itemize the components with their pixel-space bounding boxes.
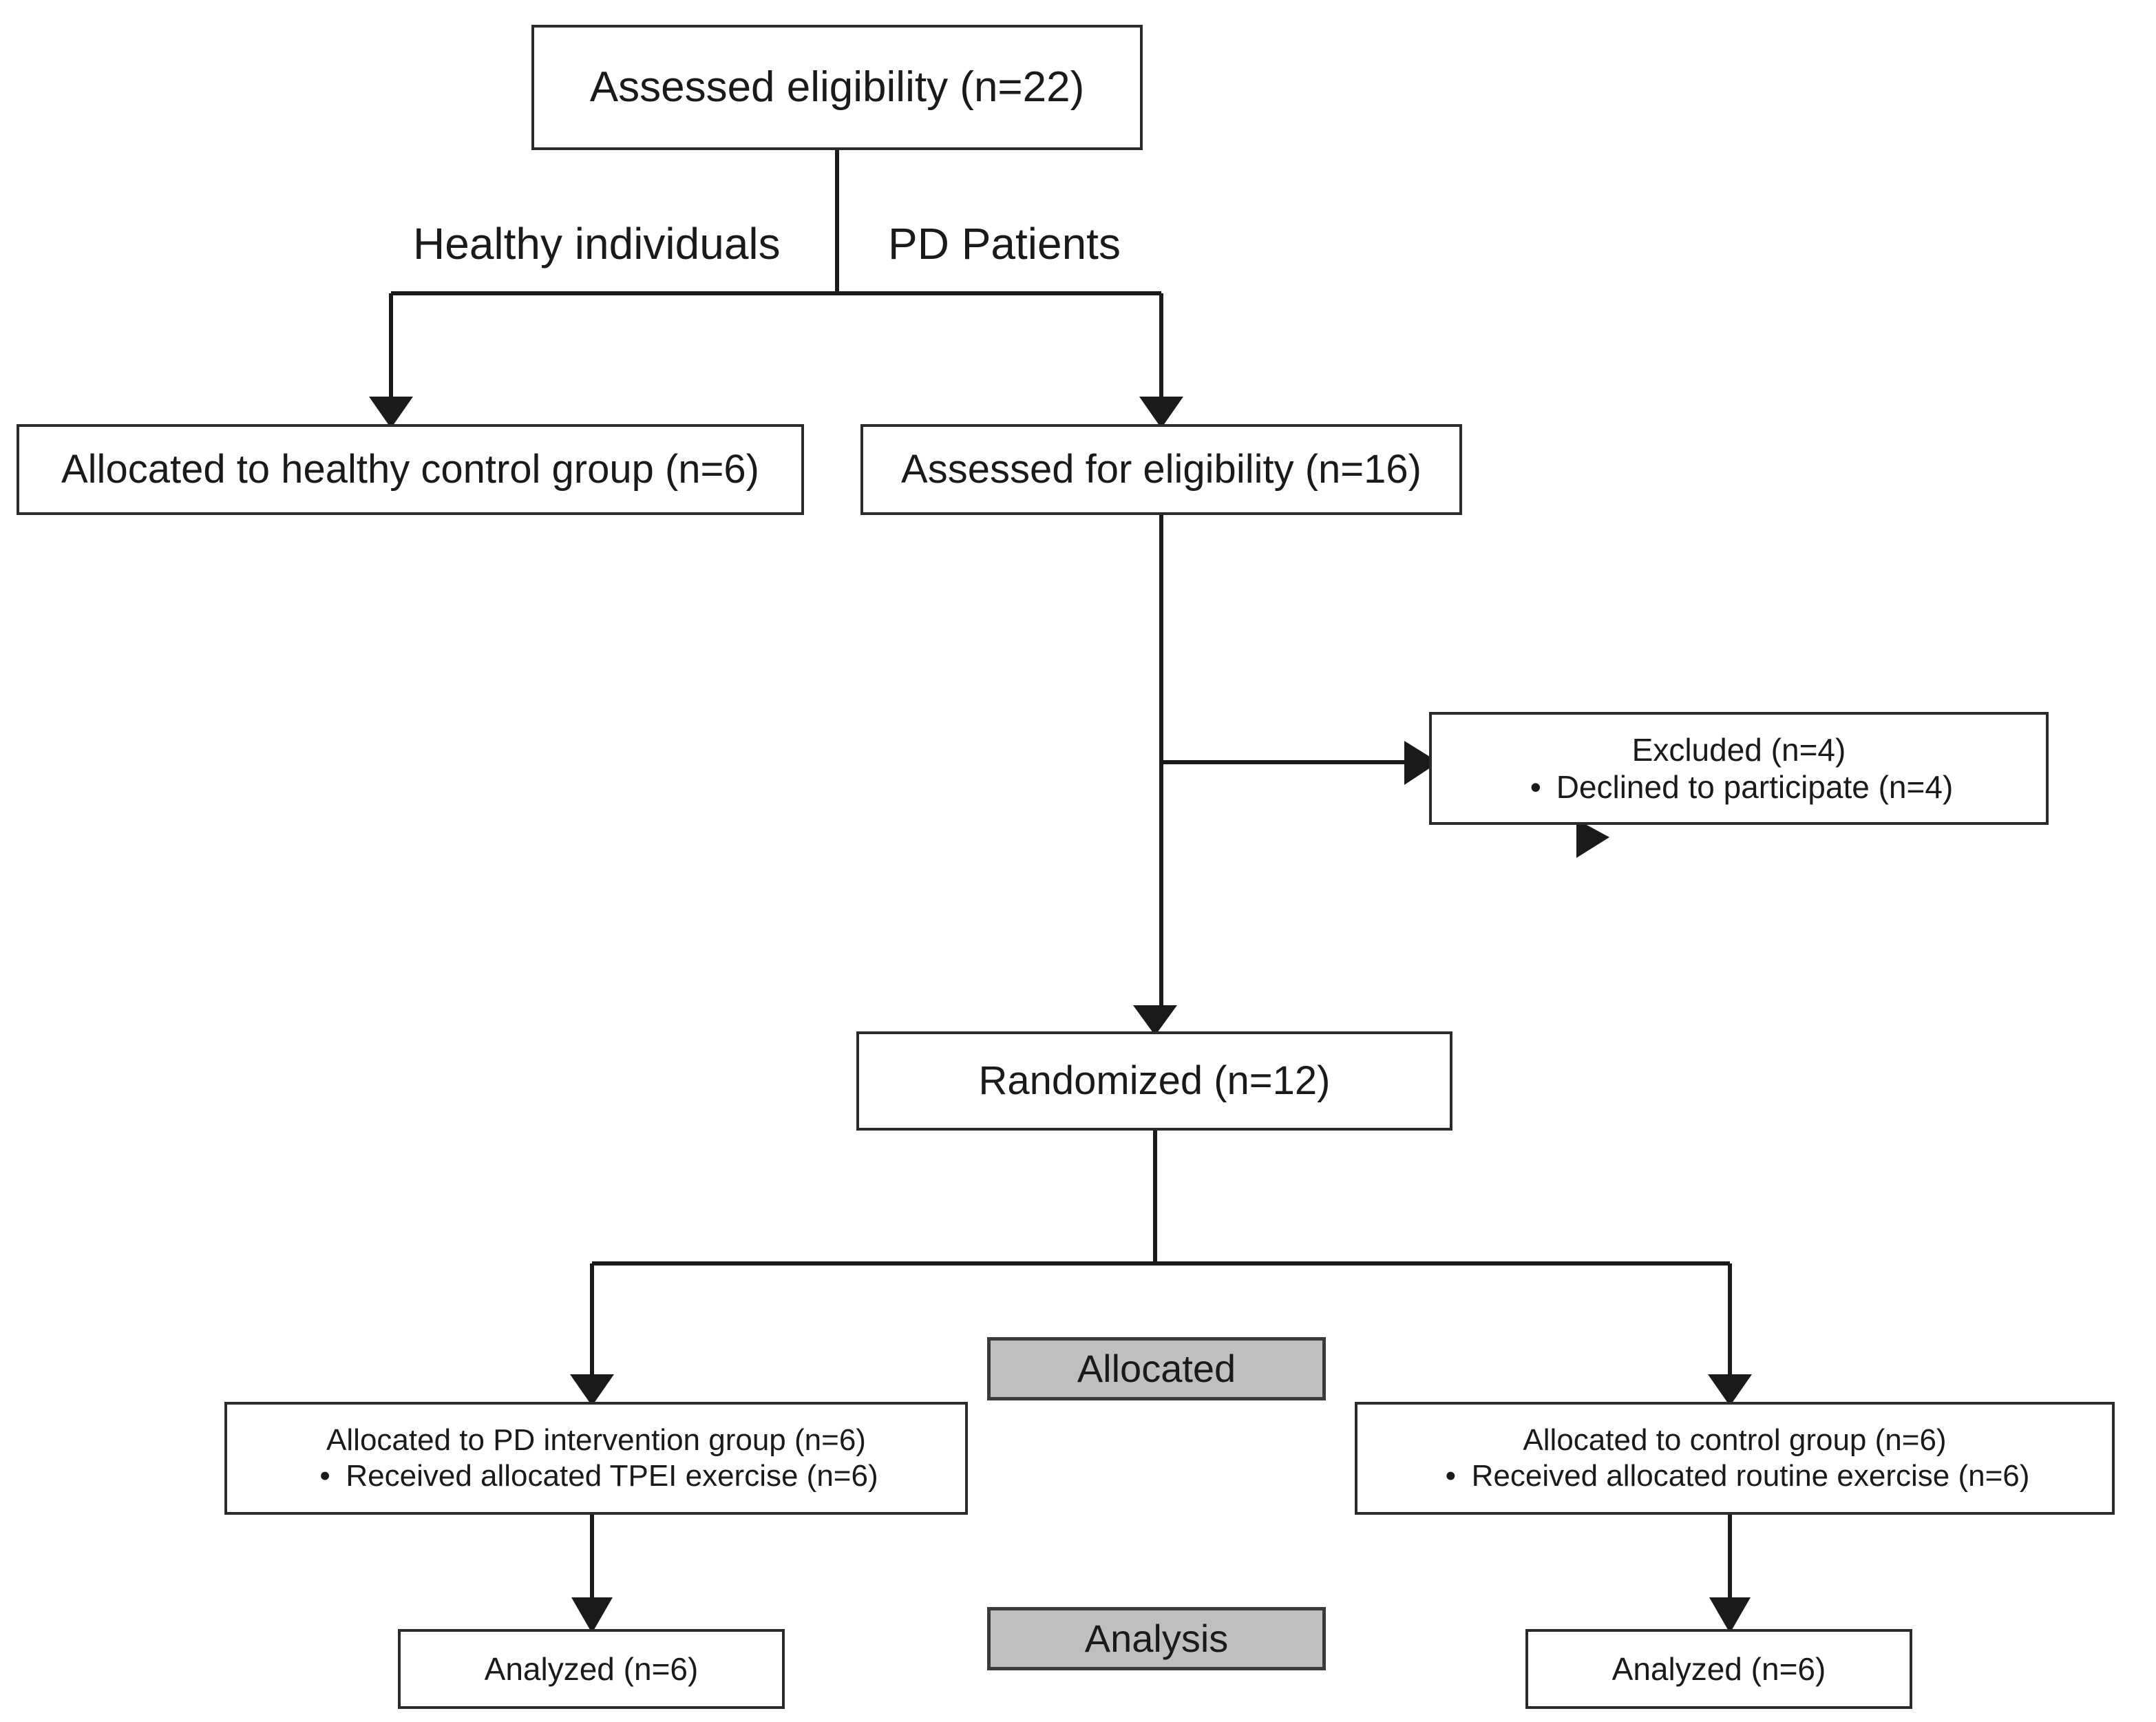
node-assessed-for-eligibility-label: Assessed for eligibility (n=16) [901,446,1422,492]
node-excluded-title: Excluded (n=4) [1631,731,1846,768]
stage-band-analysis: Analysis [987,1607,1326,1670]
node-randomized-label: Randomized (n=12) [978,1058,1331,1103]
arrowhead-excluded-stray [1576,819,1609,858]
stage-band-allocated: Allocated [987,1337,1326,1400]
node-assessed-eligibility: Assessed eligibility (n=22) [531,25,1143,150]
branch-label-healthy-individuals: Healthy individuals [413,219,781,269]
node-control-group: Allocated to control group (n=6) Receive… [1355,1402,2115,1515]
arrowhead-analyzed-left [571,1597,613,1633]
stage-band-allocated-label: Allocated [1077,1346,1236,1390]
node-analyzed-intervention-label: Analyzed (n=6) [484,1650,699,1687]
node-control-group-title: Allocated to control group (n=6) [1523,1423,1947,1458]
node-randomized: Randomized (n=12) [856,1031,1452,1131]
node-assessed-for-eligibility: Assessed for eligibility (n=16) [860,424,1462,515]
branch-label-pd-patients: PD Patients [888,219,1121,269]
node-pd-intervention-group-title: Allocated to PD intervention group (n=6) [326,1423,866,1458]
node-excluded-bullet: Declined to participate (n=4) [1525,768,1954,806]
node-pd-intervention-group: Allocated to PD intervention group (n=6)… [224,1402,968,1515]
node-pd-intervention-group-bullet: Received allocated TPEI exercise (n=6) [314,1458,878,1494]
node-control-group-bullet: Received allocated routine exercise (n=6… [1440,1458,2030,1494]
node-analyzed-control-label: Analyzed (n=6) [1611,1650,1826,1687]
node-healthy-control-group: Allocated to healthy control group (n=6) [17,424,804,515]
node-healthy-control-group-label: Allocated to healthy control group (n=6) [61,446,759,492]
node-excluded: Excluded (n=4) Declined to participate (… [1429,712,2049,825]
node-assessed-eligibility-label: Assessed eligibility (n=22) [589,63,1085,112]
stage-band-analysis-label: Analysis [1084,1616,1229,1660]
node-analyzed-intervention: Analyzed (n=6) [398,1629,785,1709]
node-analyzed-control: Analyzed (n=6) [1525,1629,1912,1709]
arrowhead-analyzed-right [1709,1597,1751,1633]
